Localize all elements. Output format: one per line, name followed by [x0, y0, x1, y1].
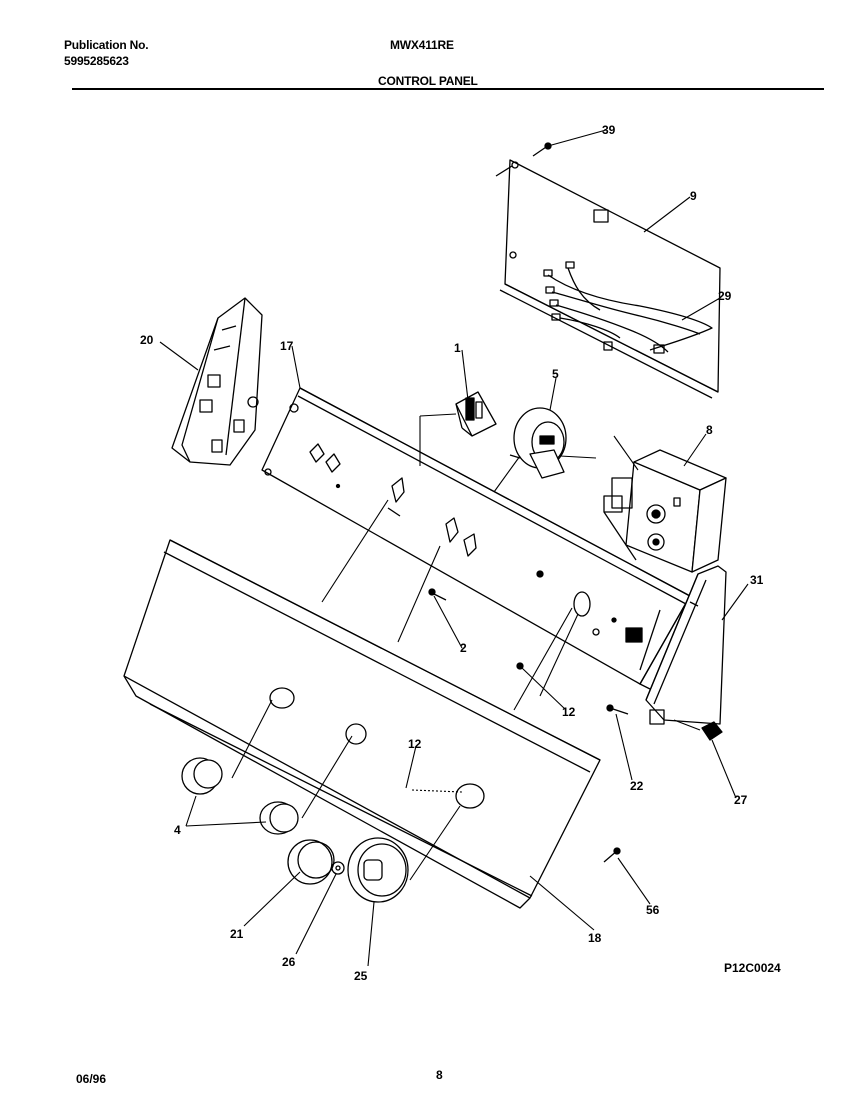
publication-number: 5995285623: [64, 54, 129, 68]
callout-4: 4: [174, 823, 181, 837]
switch-lever: [428, 588, 447, 601]
callout-26: 26: [282, 955, 296, 969]
screw-22: [606, 704, 629, 715]
page-number: 8: [436, 1068, 443, 1082]
wire-harness: [543, 261, 713, 354]
timer: [603, 449, 727, 573]
callout-18: 18: [588, 931, 602, 945]
callout-31: 31: [750, 573, 764, 587]
callout-8: 8: [706, 423, 713, 437]
dial-25: [347, 837, 409, 903]
callout-12: 12: [562, 705, 576, 719]
spring-26: [331, 861, 345, 875]
console-front-panel: [123, 539, 601, 909]
end-bracket-left: [171, 297, 263, 466]
callout-20: 20: [140, 333, 154, 347]
publication-label: Publication No.: [64, 38, 149, 52]
clip-27: [701, 721, 723, 741]
callout-25: 25: [354, 969, 368, 983]
callout-21: 21: [230, 927, 244, 941]
callout-17: 17: [280, 339, 294, 353]
console-back-panel: [261, 387, 701, 691]
screw-56: [603, 847, 621, 863]
figure-code: P12C0024: [724, 961, 781, 975]
callout-labels: 39 9 29 20 17 1 5 8 31 2 12 12 22 27 4 2…: [140, 123, 781, 983]
callout-5: 5: [552, 367, 559, 381]
leader-lines: [159, 129, 749, 967]
callout-2: 2: [460, 641, 467, 655]
end-cap-right: [645, 565, 727, 725]
push-switch: [455, 391, 497, 437]
section-title: CONTROL PANEL: [378, 74, 478, 88]
callout-27: 27: [734, 793, 748, 807]
callout-9: 9: [690, 189, 697, 203]
callout-1: 1: [454, 341, 461, 355]
knob: [181, 757, 299, 835]
rear-cover-plate: [495, 159, 721, 399]
header-rule: [72, 88, 824, 90]
footer-date: 06/96: [76, 1072, 107, 1086]
callout-39: 39: [602, 123, 616, 137]
callout-22: 22: [630, 779, 644, 793]
selector-switch: [509, 407, 567, 479]
callout-12: 12: [408, 737, 422, 751]
callout-56: 56: [646, 903, 660, 917]
callout-29: 29: [718, 289, 732, 303]
model-number: MWX411RE: [390, 38, 454, 52]
screw-39: [532, 142, 552, 157]
